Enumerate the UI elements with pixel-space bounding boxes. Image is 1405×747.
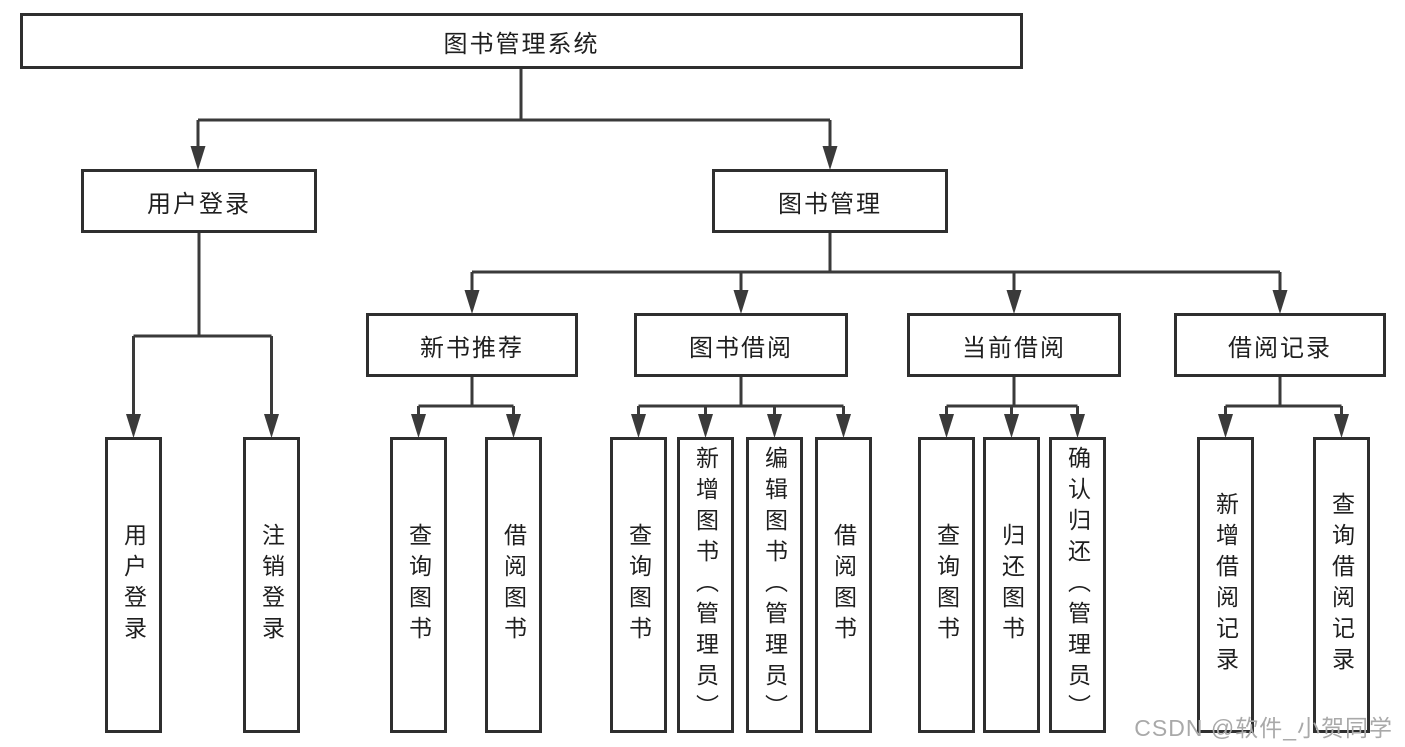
- leaf-logout: 注销登录: [243, 437, 300, 733]
- node-label: 新增借阅记录: [1212, 492, 1239, 678]
- node-current-borrowing: 当前借阅: [907, 313, 1121, 377]
- node-new-book-recommend: 新书推荐: [366, 313, 578, 377]
- node-label: 确认归还（管理员）: [1064, 445, 1091, 725]
- node-label: 归还图书: [998, 523, 1025, 647]
- csdn-watermark: CSDN @软件_小贺同学: [1134, 715, 1393, 741]
- node-label: 用户登录: [120, 523, 147, 647]
- leaf-query-books-current: 查询图书: [918, 437, 975, 733]
- node-library-management-system: 图书管理系统: [20, 13, 1023, 69]
- node-book-management: 图书管理: [712, 169, 948, 233]
- leaf-add-books-admin: 新增图书（管理员）: [677, 437, 734, 733]
- leaf-add-borrow-record: 新增借阅记录: [1197, 437, 1254, 733]
- node-label: 查询借阅记录: [1328, 492, 1355, 678]
- node-label: 查询图书: [933, 523, 960, 647]
- node-label: 图书借阅: [689, 334, 793, 362]
- leaf-query-borrow-record: 查询借阅记录: [1313, 437, 1370, 733]
- node-label: 借阅记录: [1228, 334, 1332, 362]
- node-label: 编辑图书（管理员）: [761, 445, 788, 725]
- node-book-borrowing: 图书借阅: [634, 313, 848, 377]
- node-user-login: 用户登录: [81, 169, 317, 233]
- leaf-edit-books-admin: 编辑图书（管理员）: [746, 437, 803, 733]
- node-label: 图书管理: [778, 190, 882, 218]
- node-label: 图书管理系统: [443, 30, 600, 58]
- leaf-query-books-recommend: 查询图书: [390, 437, 447, 733]
- node-label: 当前借阅: [962, 334, 1066, 362]
- leaf-borrow-books-recommend: 借阅图书: [485, 437, 542, 733]
- node-label: 用户登录: [147, 190, 251, 218]
- node-label: 新增图书（管理员）: [692, 445, 719, 725]
- leaf-user-login: 用户登录: [105, 437, 162, 733]
- node-label: 注销登录: [258, 523, 285, 647]
- node-label: 查询图书: [625, 523, 652, 647]
- leaf-query-books-borrowing: 查询图书: [610, 437, 667, 733]
- node-label: 借阅图书: [830, 523, 857, 647]
- node-label: 新书推荐: [420, 334, 524, 362]
- node-label: 查询图书: [405, 523, 432, 647]
- node-label: 借阅图书: [500, 523, 527, 647]
- leaf-confirm-return-admin: 确认归还（管理员）: [1049, 437, 1106, 733]
- leaf-return-books: 归还图书: [983, 437, 1040, 733]
- node-borrowing-records: 借阅记录: [1174, 313, 1386, 377]
- leaf-borrow-books-borrowing: 借阅图书: [815, 437, 872, 733]
